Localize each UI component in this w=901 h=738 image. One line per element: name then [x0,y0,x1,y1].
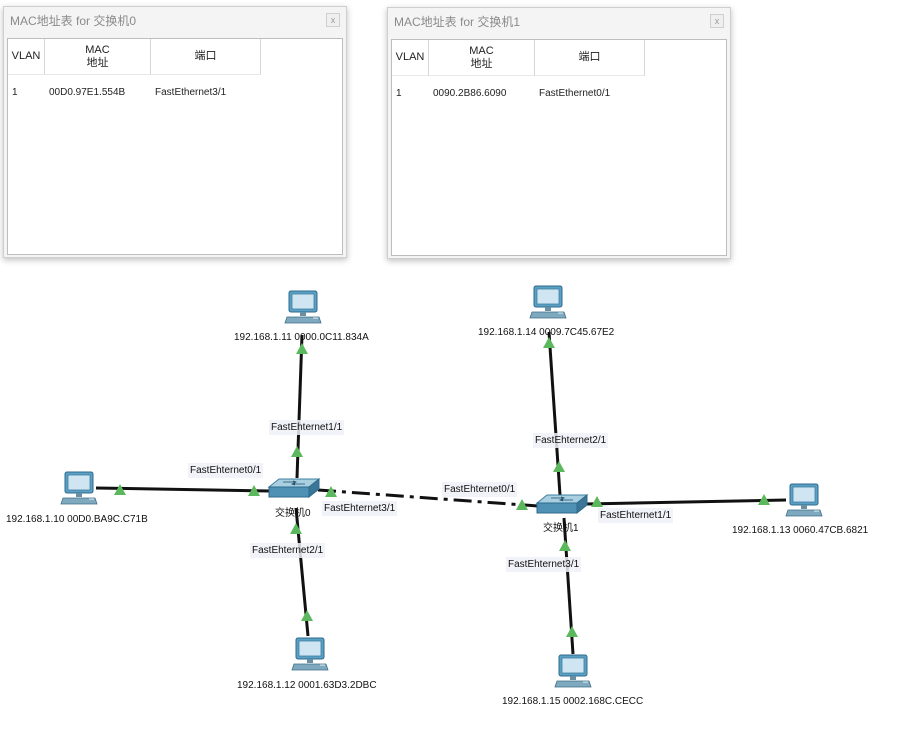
switch0-label[interactable]: 交换机0 [275,508,311,519]
column-header-mac[interactable]: MAC 地址 [45,39,151,75]
close-button[interactable]: x [326,13,340,27]
pc-icon[interactable] [284,290,322,324]
port-label-sw0-down: FastEhternet2/1 [250,543,326,558]
column-header-port[interactable]: 端口 [535,40,645,76]
column-header-mac-line1: MAC [85,43,110,56]
window-title: MAC地址表 for 交换机0 [10,14,137,28]
close-button[interactable]: x [710,14,724,28]
pc-icon[interactable] [529,285,567,319]
port-label-sw1-up: FastEhternet2/1 [533,433,609,448]
cables [95,331,787,655]
pc-icon[interactable] [785,483,823,517]
column-header-mac-line1: MAC [469,44,494,57]
cable-sw1-pc13[interactable] [585,498,787,506]
cell-port: FastEthernet0/1 [539,88,611,99]
mac-table-window-switch1[interactable]: MAC地址表 for 交换机1 x VLAN MAC 地址 端口 1 0090.… [387,7,731,259]
column-header-mac-line2: 地址 [86,56,109,69]
switch1-label[interactable]: 交换机1 [543,523,579,534]
link-up-icon [553,461,565,472]
switch0-icon[interactable] [268,478,320,498]
pc-label-192-168-1-10[interactable]: 192.168.1.10 00D0.BA9C.C71B [6,514,148,525]
link-up-icon [296,343,308,354]
port-label-sw1-left: FastEhternet0/1 [442,482,518,497]
cell-vlan: 1 [396,88,402,99]
link-up-icon [591,496,603,507]
pc-icon[interactable] [291,637,329,671]
pc-label-192-168-1-11[interactable]: 192.168.1.11 0000.0C11.834A [234,332,369,343]
link-up-icon [566,626,578,637]
port-label-sw0-left: FastEhternet0/1 [188,463,264,478]
port-label-sw1-down: FastEhternet3/1 [506,557,582,572]
mac-table: VLAN MAC 地址 端口 1 00D0.97E1.554B FastEthe… [7,38,343,255]
column-header-mac-line2: 地址 [470,57,493,70]
pc-label-192-168-1-14[interactable]: 192.168.1.14 0009.7C45.67E2 [478,327,615,338]
window-title: MAC地址表 for 交换机1 [394,15,521,29]
link-up-icon [559,540,571,551]
cell-mac: 0090.2B86.6090 [433,88,507,99]
cable-sw0-pc10[interactable] [95,486,271,493]
mac-table-window-switch0[interactable]: MAC地址表 for 交换机0 x VLAN MAC 地址 端口 1 00D0.… [3,6,347,258]
cell-vlan: 1 [12,87,18,98]
cable-sw0-sw1[interactable] [317,488,539,508]
pc-label-192-168-1-13[interactable]: 192.168.1.13 0060.47CB.6821 [732,525,869,536]
pc-icon[interactable] [60,471,98,505]
pc-label-192-168-1-12[interactable]: 192.168.1.12 0001.63D3.2DBC [237,680,377,691]
port-label-sw0-up: FastEhternet1/1 [269,420,345,435]
column-header-vlan[interactable]: VLAN [392,40,429,76]
link-up-icon [290,523,302,534]
port-label-sw0-right: FastEhternet3/1 [322,501,398,516]
column-header-mac[interactable]: MAC 地址 [429,40,535,76]
cell-mac: 00D0.97E1.554B [49,87,126,98]
mac-table: VLAN MAC 地址 端口 1 0090.2B86.6090 FastEthe… [391,39,727,256]
cell-port: FastEthernet3/1 [155,87,227,98]
column-header-port[interactable]: 端口 [151,39,261,75]
pc-icon[interactable] [554,654,592,688]
column-header-vlan[interactable]: VLAN [8,39,45,75]
link-up-icon [301,610,313,621]
switch1-icon[interactable] [536,494,588,514]
link-up-icon [291,446,303,457]
pc-label-192-168-1-15[interactable]: 192.168.1.15 0002.168C.CECC [502,696,644,707]
port-label-sw1-right: FastEhternet1/1 [598,508,674,523]
